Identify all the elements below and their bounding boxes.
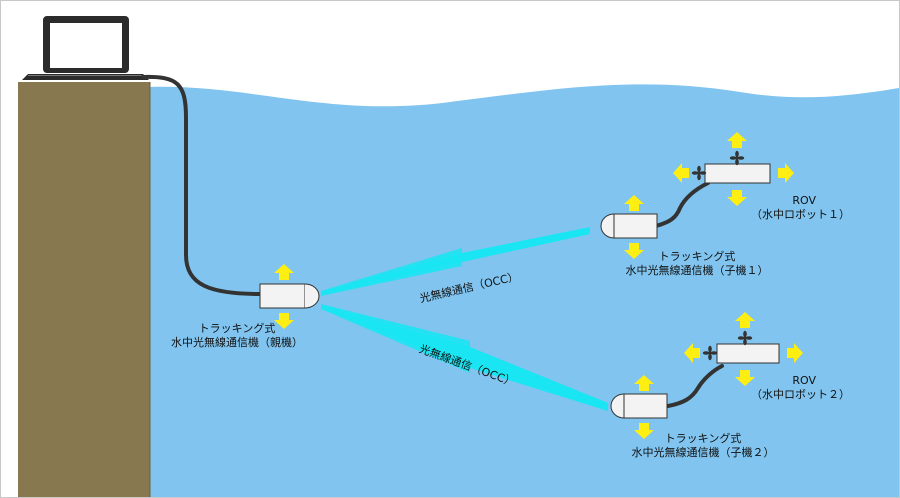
rov-1-cable: [654, 181, 710, 228]
rov-1: [691, 150, 771, 184]
rov-1-label: ROV （水中ロボット１）: [735, 194, 850, 222]
child-device-2-label-line1: トラッキング式: [664, 432, 742, 445]
child-device-1-label: トラッキング式 水中光無線通信機（子機１）: [612, 250, 782, 278]
child-device-1-label-line1: トラッキング式: [658, 250, 736, 263]
rov-2-label: ROV （水中ロボット２）: [735, 374, 850, 402]
rov-2-label-line2: （水中ロボット２）: [751, 388, 850, 401]
child-device-2: [610, 393, 668, 419]
child-device-2-label: トラッキング式 水中光無線通信機（子機２）: [618, 432, 788, 460]
rov-1-label-line2: （水中ロボット１）: [751, 208, 850, 221]
tether-cable: [141, 74, 262, 296]
rov-1-label-line1: ROV: [792, 194, 816, 207]
child-device-2-label-line2: 水中光無線通信機（子機２）: [631, 446, 775, 459]
parent-device: [259, 283, 320, 309]
laptop-icon: [22, 16, 149, 80]
optical-beam-1: [321, 227, 590, 296]
optical-beam-2: [321, 304, 608, 411]
pier-wall: [18, 82, 150, 497]
parent-device-label-line2: 水中光無線通信機（親機）: [171, 336, 303, 349]
child-device-1-label-line2: 水中光無線通信機（子機１）: [625, 264, 769, 277]
water-body: [150, 84, 899, 498]
rov-2: [702, 330, 780, 364]
parent-device-label: トラッキング式 水中光無線通信機（親機）: [162, 322, 312, 350]
rov-2-label-line1: ROV: [792, 374, 816, 387]
child-device-1: [600, 213, 658, 239]
parent-device-label-line1: トラッキング式: [198, 322, 276, 335]
rov-2-cable: [666, 364, 724, 408]
